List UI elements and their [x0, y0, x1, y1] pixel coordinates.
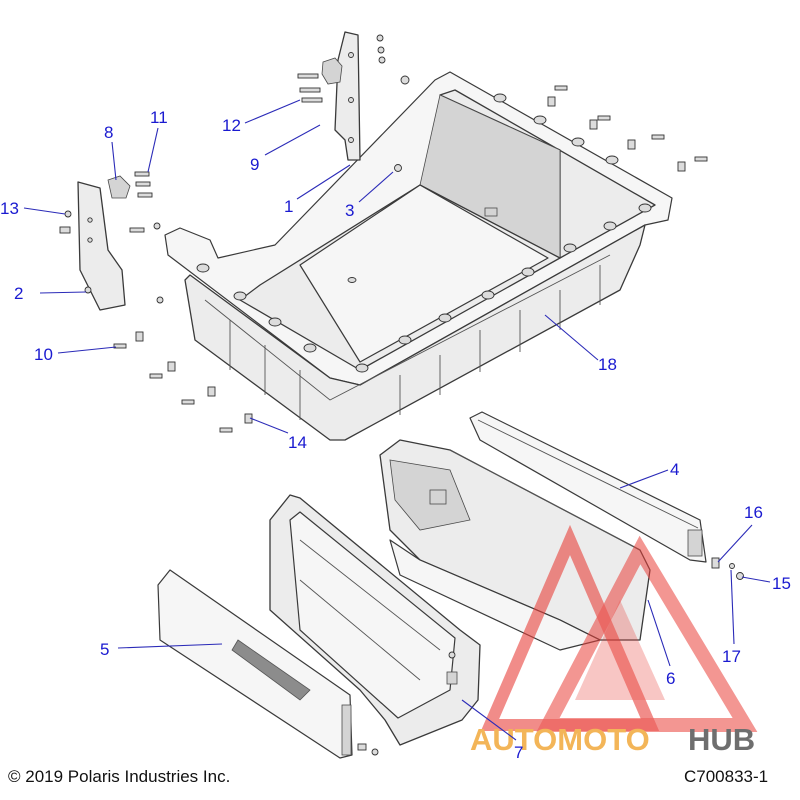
- leader-lines: [23, 99, 771, 741]
- bracket-part-2: [77, 175, 131, 311]
- callout-8: 8: [104, 123, 113, 142]
- rim-holes: [196, 93, 652, 373]
- watermark-brand-2: HUB: [688, 722, 755, 757]
- callout-17: 17: [722, 647, 741, 666]
- hardware-fasteners: [59, 34, 744, 756]
- tailgate-outer-part-5: [157, 569, 353, 759]
- tailgate-inner-part-7: [269, 494, 481, 746]
- watermark-logo: AUTOMOTO HUB: [470, 524, 758, 757]
- callout-15: 15: [772, 574, 791, 593]
- callout-labels: 1 2 3 4 5 6 7 8 9 10 11 12 13 14 15 16 1…: [0, 108, 791, 762]
- callout-10: 10: [34, 345, 53, 364]
- copyright-text: © 2019 Polaris Industries Inc.: [8, 767, 230, 786]
- callout-11: 11: [150, 108, 168, 127]
- callout-14: 14: [288, 433, 307, 452]
- callout-5: 5: [100, 640, 109, 659]
- callout-1: 1: [284, 197, 293, 216]
- callout-7: 7: [514, 743, 523, 762]
- callout-16: 16: [744, 503, 763, 522]
- watermark-brand-1: AUTOMOTO: [470, 722, 650, 757]
- callout-9: 9: [250, 155, 259, 174]
- callout-18: 18: [598, 355, 617, 374]
- callout-3: 3: [345, 201, 354, 220]
- side-rail-part-4: [469, 411, 707, 563]
- callout-12: 12: [222, 116, 241, 135]
- callout-6: 6: [666, 669, 675, 688]
- callout-13: 13: [0, 199, 19, 218]
- callout-2: 2: [14, 284, 23, 303]
- rear-panel-part-6: [379, 439, 651, 651]
- cargo-box-part-18: [164, 71, 673, 441]
- bracket-part-1: [321, 31, 361, 161]
- diagram-code: C700833-1: [684, 767, 768, 786]
- callout-4: 4: [670, 460, 679, 479]
